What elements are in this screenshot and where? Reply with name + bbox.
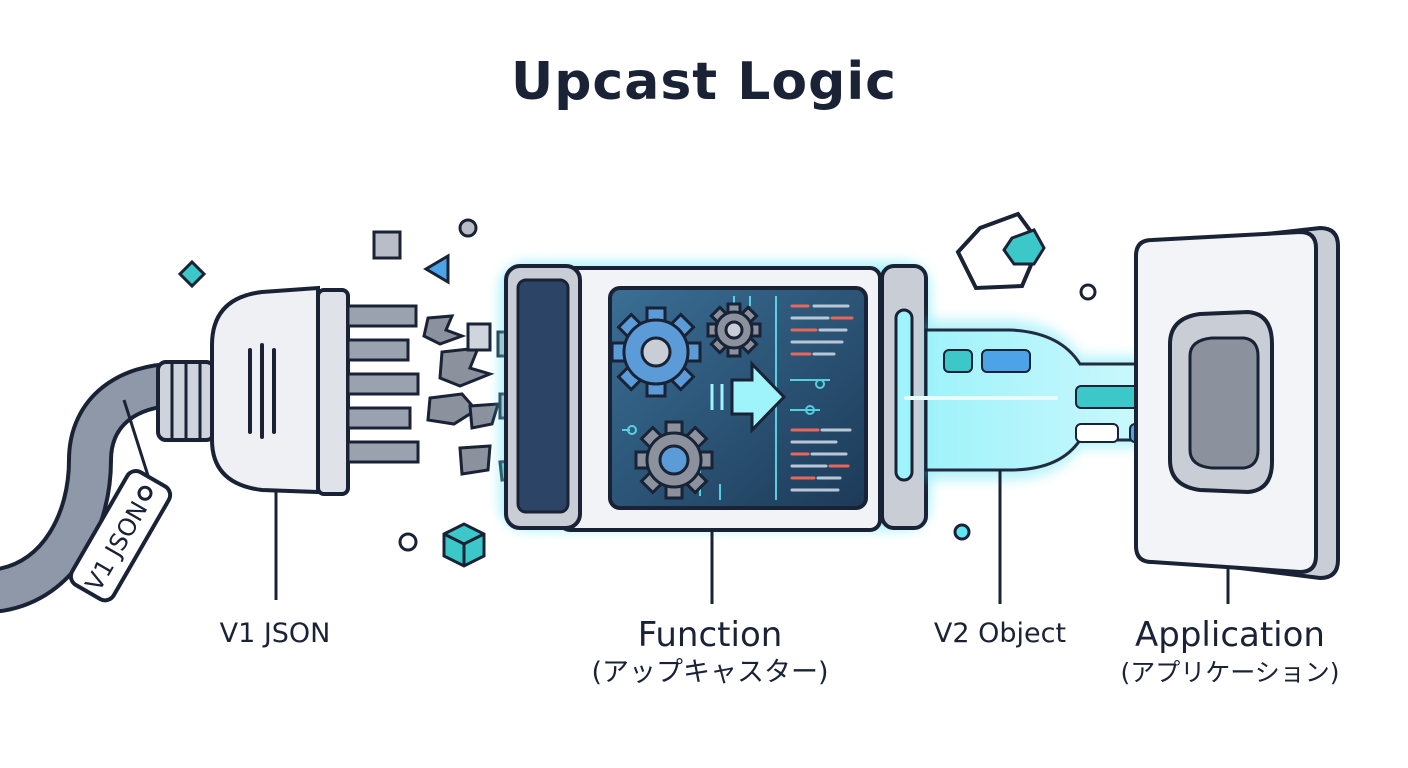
gear-icon (634, 420, 714, 500)
cube-icon (442, 522, 486, 568)
hexagon-icon (955, 211, 1046, 291)
diagram-title: Upcast Logic (510, 52, 897, 112)
label-function-title: Function (637, 615, 783, 655)
label-function: Function (アップキャスター) (540, 614, 880, 690)
leader-lines (274, 470, 1230, 604)
square-icon (372, 230, 402, 260)
gear-icon (706, 302, 762, 358)
label-application: Application (アプリケーション) (1080, 614, 1380, 690)
label-application-title: Application (1135, 615, 1325, 655)
application-socket (1134, 225, 1340, 581)
arrow-right-icon (710, 360, 787, 434)
floating-shapes (177, 211, 1097, 568)
triangle-icon (423, 253, 450, 285)
diamond-icon (177, 259, 207, 289)
label-v1-json: V1 JSON (219, 618, 331, 649)
upcaster-device (500, 262, 930, 532)
label-application-subtitle: (アプリケーション) (1120, 658, 1340, 687)
label-function-subtitle: (アップキャスター) (591, 657, 829, 688)
gear-icon (610, 306, 702, 398)
label-v2-object: V2 Object (933, 618, 1067, 649)
